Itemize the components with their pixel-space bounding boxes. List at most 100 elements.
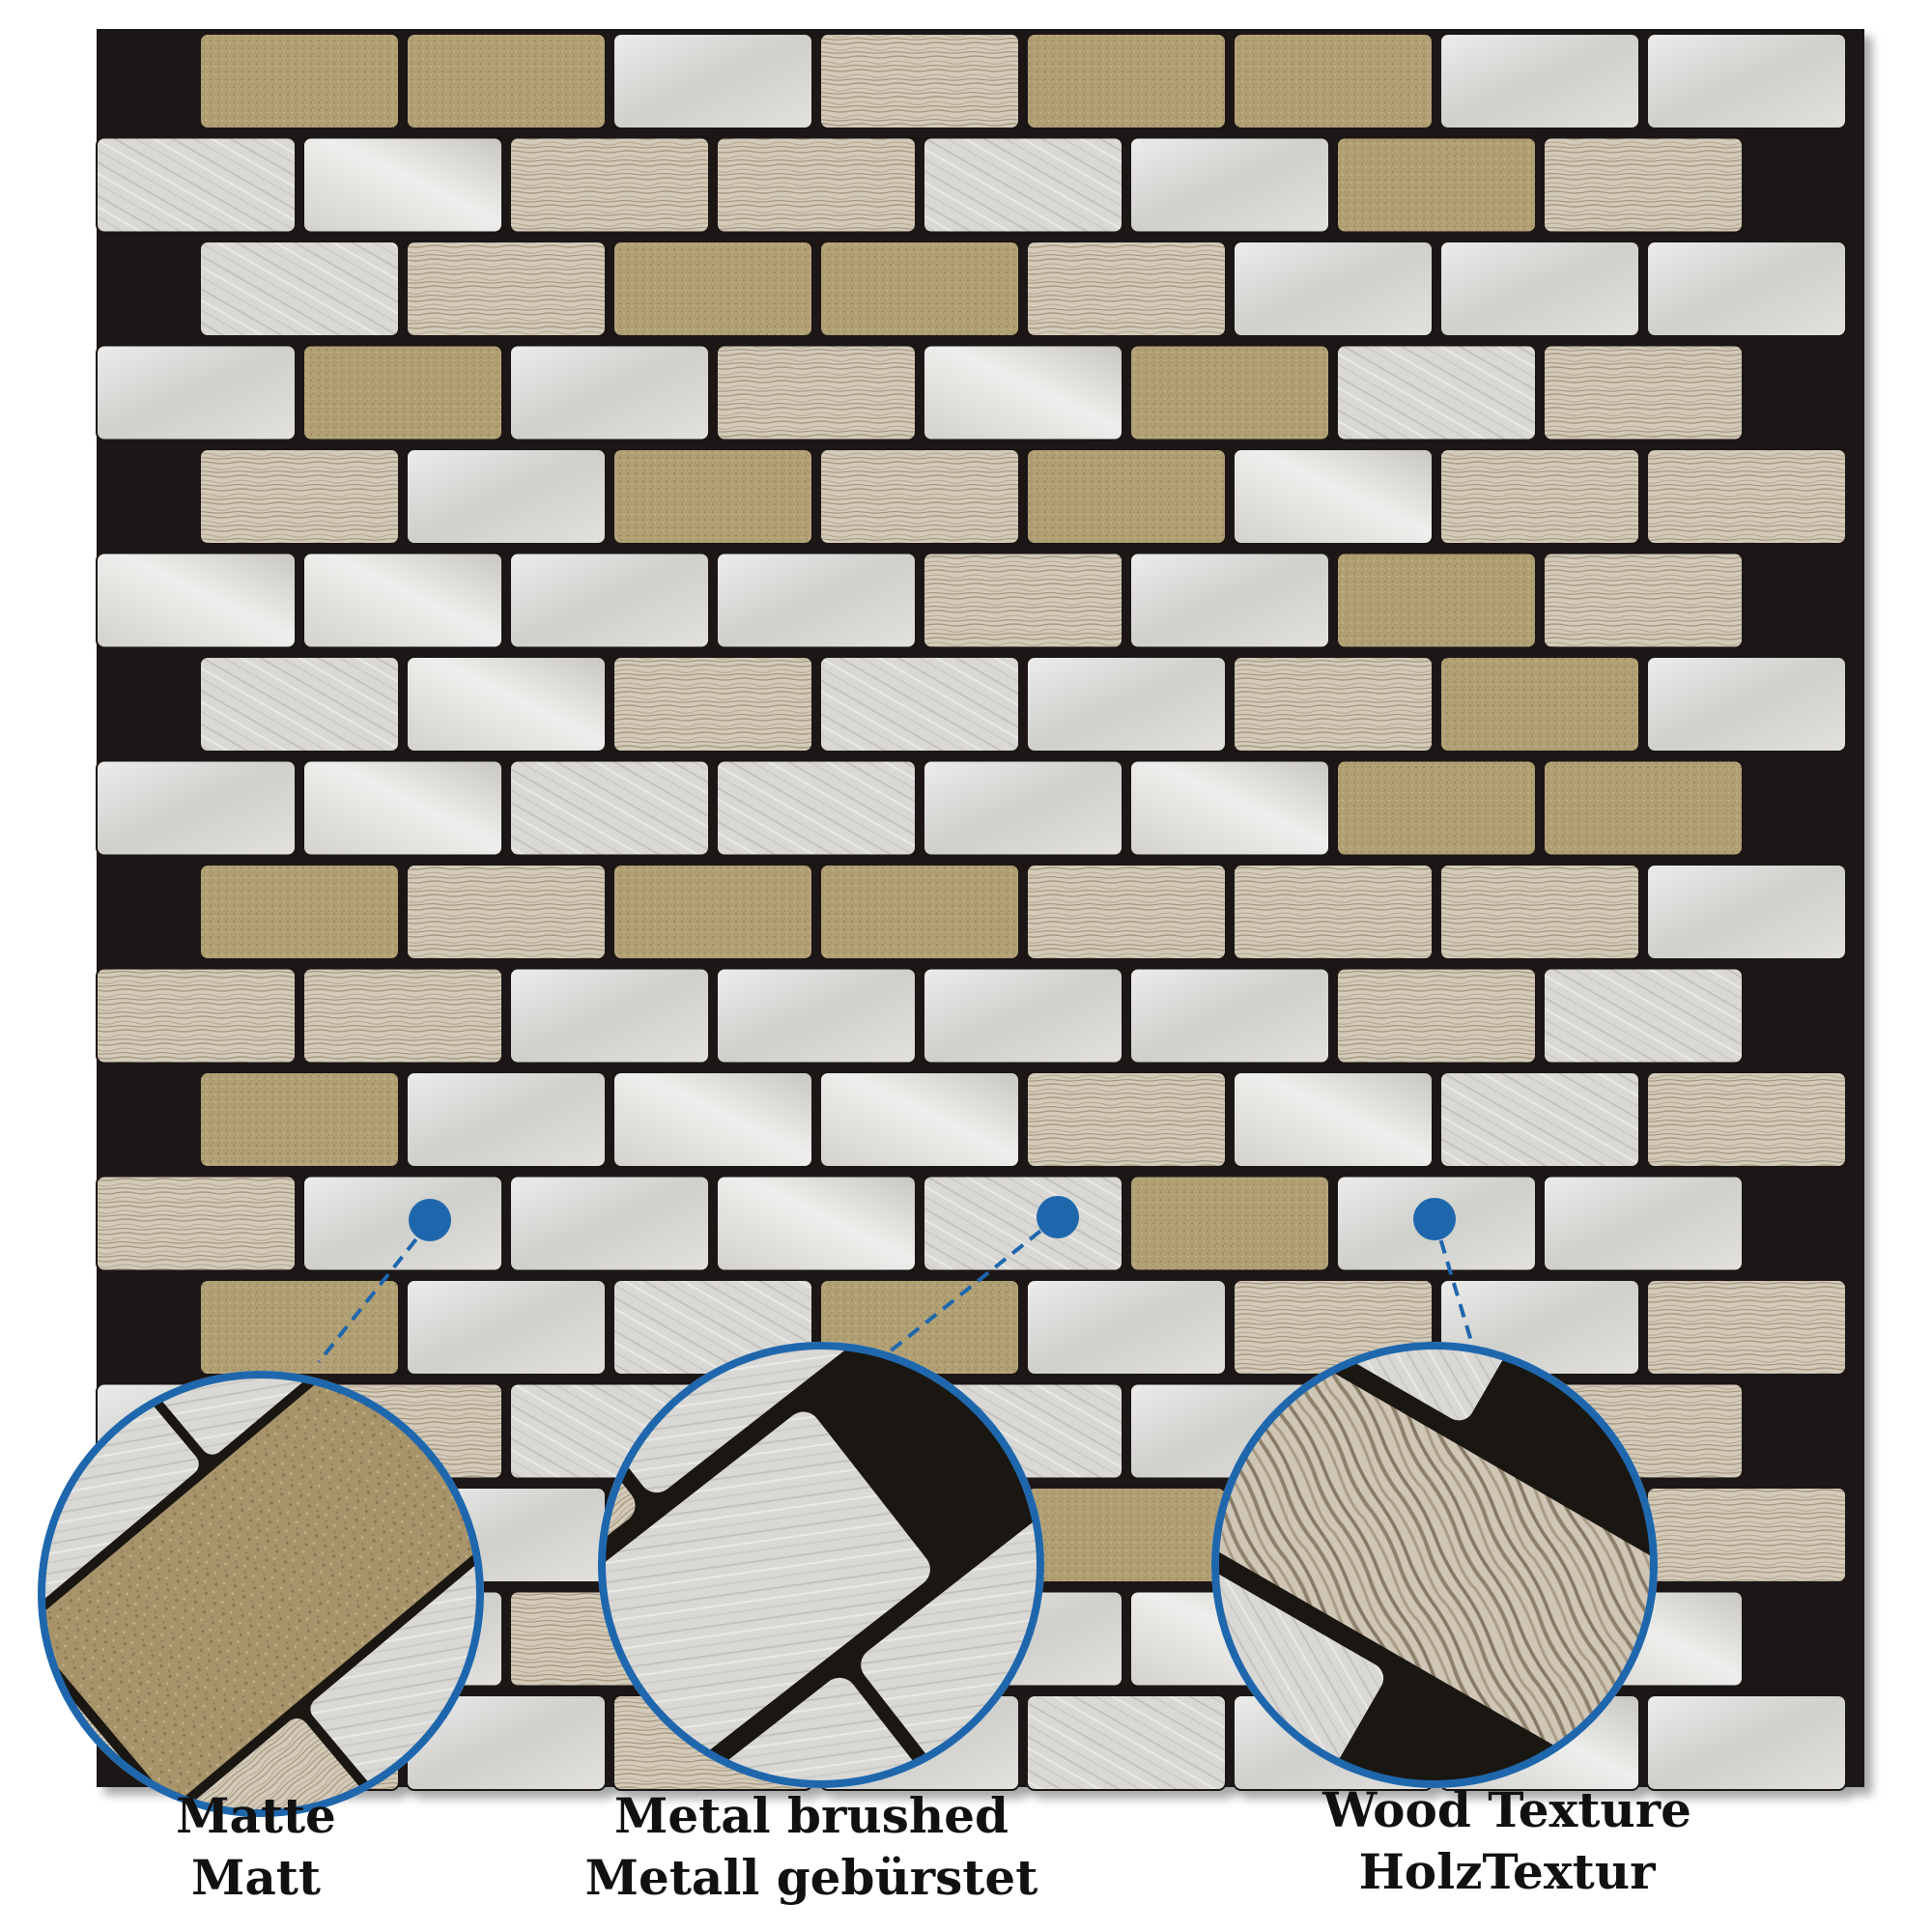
mosaic-tile	[1129, 552, 1330, 649]
mosaic-tile	[612, 864, 813, 960]
mosaic-tile	[509, 552, 710, 649]
mosaic-tile	[1336, 759, 1537, 857]
mosaic-tile	[923, 136, 1123, 234]
mosaic-tile	[1026, 241, 1227, 337]
mosaic-tile	[406, 33, 607, 129]
mosaic-tile	[923, 759, 1123, 857]
mosaic-tile	[96, 136, 297, 234]
zoom-circle-metal	[598, 1342, 1044, 1788]
caption-matte-en: Matte	[176, 1787, 336, 1844]
caption-metal-en: Metal brushed	[614, 1787, 1009, 1844]
mosaic-tile	[716, 136, 917, 234]
mosaic-tile	[509, 344, 710, 441]
mosaic-tile	[302, 1175, 503, 1272]
mosaic-tile	[1026, 864, 1227, 960]
mosaic-tile	[1336, 967, 1537, 1065]
mosaic-tile	[199, 1071, 400, 1168]
mosaic-tile	[1646, 448, 1847, 545]
mosaic-tile	[819, 656, 1020, 753]
mosaic-tile	[1129, 344, 1330, 441]
mosaic-tile	[1026, 1279, 1227, 1376]
mosaic-tile	[199, 33, 400, 129]
mosaic-tile	[406, 448, 607, 545]
mosaic-tile	[923, 967, 1123, 1065]
mosaic-tile	[96, 552, 297, 649]
mosaic-tile	[716, 967, 917, 1065]
mosaic-tile	[1646, 1487, 1847, 1583]
mosaic-tile	[1543, 552, 1744, 649]
mosaic-tile	[716, 552, 917, 649]
mosaic-tile	[716, 344, 917, 441]
mosaic-tile	[1233, 864, 1434, 960]
mosaic-tile	[819, 241, 1020, 337]
mosaic-tile	[302, 552, 503, 649]
mosaic-tile	[1646, 656, 1847, 753]
mosaic-tile	[612, 241, 813, 337]
mosaic-tile	[612, 656, 813, 753]
mosaic-tile	[1233, 1071, 1434, 1168]
mosaic-tile	[612, 448, 813, 545]
mosaic-tile	[199, 1279, 400, 1376]
mosaic-tile	[1646, 1279, 1847, 1376]
mosaic-tile	[716, 759, 917, 857]
mosaic-tile	[1129, 967, 1330, 1065]
mosaic-tile	[1026, 33, 1227, 129]
mosaic-tile	[1646, 241, 1847, 337]
mosaic-tile	[96, 759, 297, 857]
mosaic-tile	[923, 344, 1123, 441]
mosaic-tile	[509, 967, 710, 1065]
mosaic-tile	[1233, 656, 1434, 753]
mosaic-tile	[1543, 759, 1744, 857]
mosaic-tile	[819, 33, 1020, 129]
mosaic-tile	[406, 1279, 607, 1376]
mosaic-tile	[1026, 1487, 1227, 1583]
callout-dot-matte	[409, 1199, 451, 1241]
mosaic-tile	[819, 1071, 1020, 1168]
mosaic-tile	[716, 1175, 917, 1272]
mosaic-tile	[1336, 552, 1537, 649]
mosaic-tile	[612, 1071, 813, 1168]
mosaic-tile	[96, 344, 297, 441]
mosaic-tile	[1543, 344, 1744, 441]
mosaic-tile	[406, 241, 607, 337]
mosaic-tile	[1439, 1071, 1640, 1168]
mosaic-tile	[302, 136, 503, 234]
mosaic-tile	[509, 1175, 710, 1272]
mosaic-tile-grid	[96, 29, 1864, 1791]
mosaic-tile	[1233, 33, 1434, 129]
mosaic-tile	[923, 552, 1123, 649]
mosaic-tile	[199, 448, 400, 545]
caption-metal-de: Metall gebürstet	[584, 1849, 1038, 1906]
mosaic-tile	[612, 33, 813, 129]
mosaic-tile	[509, 759, 710, 857]
caption-wood-de: HolzTextur	[1358, 1843, 1656, 1900]
mosaic-tile	[1646, 1694, 1847, 1791]
callout-dot-metal	[1037, 1196, 1079, 1238]
mosaic-tile	[819, 864, 1020, 960]
mosaic-tile	[96, 1175, 297, 1272]
mosaic-tile	[1439, 864, 1640, 960]
mosaic-tile	[302, 967, 503, 1065]
caption-matte: Matte Matt	[0, 1785, 594, 1909]
mosaic-tile	[1543, 967, 1744, 1065]
mosaic-tile	[1129, 136, 1330, 234]
mosaic-tile	[1026, 448, 1227, 545]
mosaic-tile	[1026, 1694, 1227, 1791]
mosaic-tile	[509, 136, 710, 234]
mosaic-tile	[1439, 448, 1640, 545]
mosaic-tile	[1233, 241, 1434, 337]
caption-wood-texture: Wood Texture HolzTextur	[1169, 1779, 1845, 1903]
mosaic-tile	[1026, 656, 1227, 753]
mosaic-tile	[1646, 1071, 1847, 1168]
mosaic-tile	[1439, 241, 1640, 337]
mosaic-tile	[1129, 1175, 1330, 1272]
mosaic-tile	[1336, 344, 1537, 441]
mosaic-tile	[96, 967, 297, 1065]
mosaic-tile	[199, 241, 400, 337]
mosaic-tile	[819, 448, 1020, 545]
mosaic-tile	[1439, 656, 1640, 753]
mosaic-tile	[302, 344, 503, 441]
mosaic-tile	[1646, 33, 1847, 129]
